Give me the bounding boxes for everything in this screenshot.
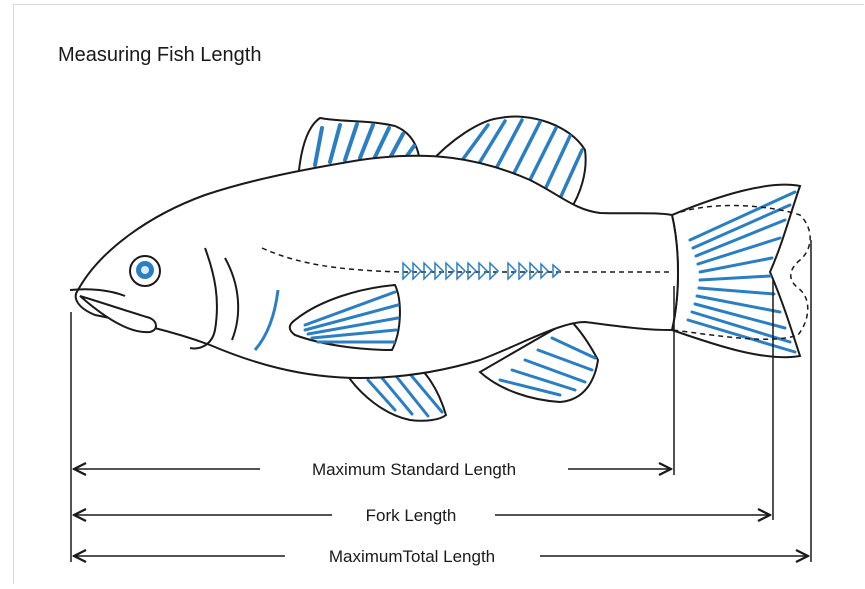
standard-length-label: Maximum Standard Length: [312, 460, 516, 479]
fork-length-label: Fork Length: [366, 506, 457, 525]
eye-icon: [130, 256, 160, 286]
total-length-label: MaximumTotal Length: [329, 547, 495, 566]
